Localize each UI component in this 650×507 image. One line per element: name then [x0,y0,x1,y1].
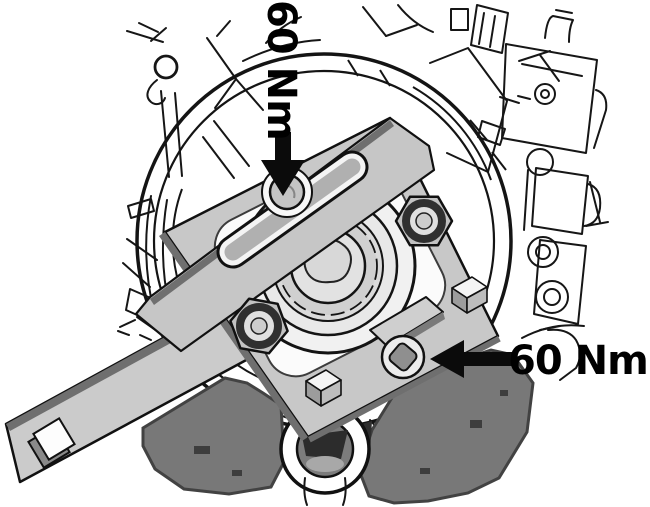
arrow-left-icon [430,340,516,378]
plate-cube-right [451,276,488,314]
torque-label-top: 60 Nm [258,0,304,140]
plate-cube-bottom [305,369,342,407]
bolt-bottom-right [380,334,426,380]
lever-square-hole [27,417,76,469]
hardware [229,166,454,380]
torque-arrows [261,132,516,378]
nut-top-right [394,195,454,247]
arrow-down-icon [261,132,305,196]
nut-left [229,297,289,355]
shadow-left [141,376,286,496]
engine-sketch [117,4,609,463]
torque-label-right: 60 Nm [508,338,649,384]
